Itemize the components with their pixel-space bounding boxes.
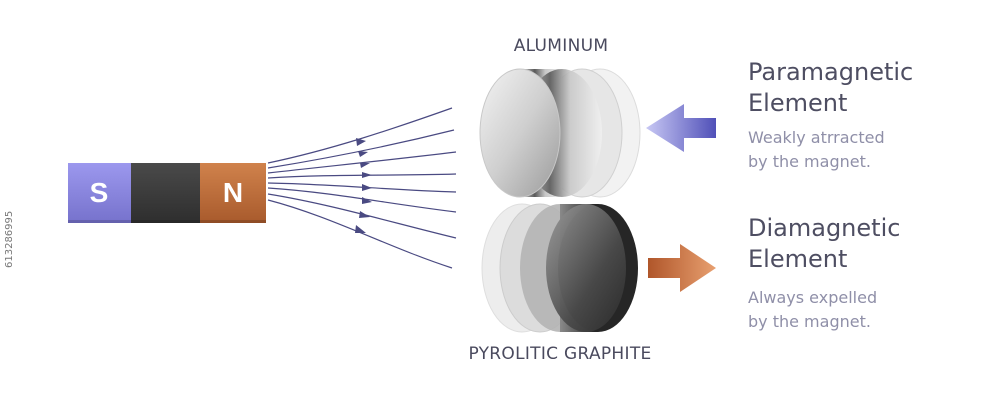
paramagnetic-title-line2: Element (748, 89, 848, 117)
aluminum-label: ALUMINUM (513, 36, 609, 56)
magnet-north-pole (200, 163, 266, 223)
diamagnetic-title-line1: Diamagnetic (748, 214, 901, 242)
field-arrowhead (362, 184, 372, 191)
magnet-south-pole (68, 163, 131, 223)
field-line (267, 187, 457, 213)
paramagnetic-title: Paramagnetic Element (748, 57, 988, 119)
graphite-label: PYROLITIC GRAPHITE (468, 344, 652, 364)
field-line (267, 199, 453, 269)
magnet-shadow (68, 220, 266, 223)
field-arrowhead (355, 225, 366, 233)
diamagnetic-description: Always expelled by the magnet. (748, 286, 988, 334)
field-line (267, 182, 457, 193)
field-arrowhead (362, 197, 372, 204)
field-arrowhead (359, 211, 370, 218)
field-line (267, 107, 453, 164)
attraction-arrow-icon (646, 104, 716, 152)
paramagnetic-title-line1: Paramagnetic (748, 58, 914, 86)
paramagnetic-desc-line1: Weakly atrracted (748, 128, 885, 147)
diamagnetic-desc-line2: by the magnet. (748, 312, 871, 331)
field-line (267, 173, 457, 179)
field-line (267, 151, 457, 174)
diamagnetic-desc-line1: Always expelled (748, 288, 878, 307)
aluminum-disks (479, 68, 641, 198)
diamagnetic-title: Diamagnetic Element (748, 213, 988, 275)
paramagnetic-description: Weakly atrracted by the magnet. (748, 126, 988, 174)
bar-magnet (68, 163, 266, 223)
field-arrowhead (362, 172, 372, 178)
north-pole-label: N (222, 177, 244, 208)
diamagnetic-title-line2: Element (748, 245, 848, 273)
field-arrowhead (360, 163, 370, 168)
graphite-disks (481, 203, 638, 333)
repulsion-arrow-icon (648, 244, 716, 292)
magnet-middle (131, 163, 200, 223)
field-arrowhead (358, 151, 368, 157)
stock-id-watermark: 613286995 (4, 210, 15, 268)
south-pole-label: S (89, 177, 109, 208)
paramagnetic-desc-line2: by the magnet. (748, 152, 871, 171)
field-arrowhead (356, 138, 366, 146)
field-line-arrowheads (355, 138, 372, 233)
